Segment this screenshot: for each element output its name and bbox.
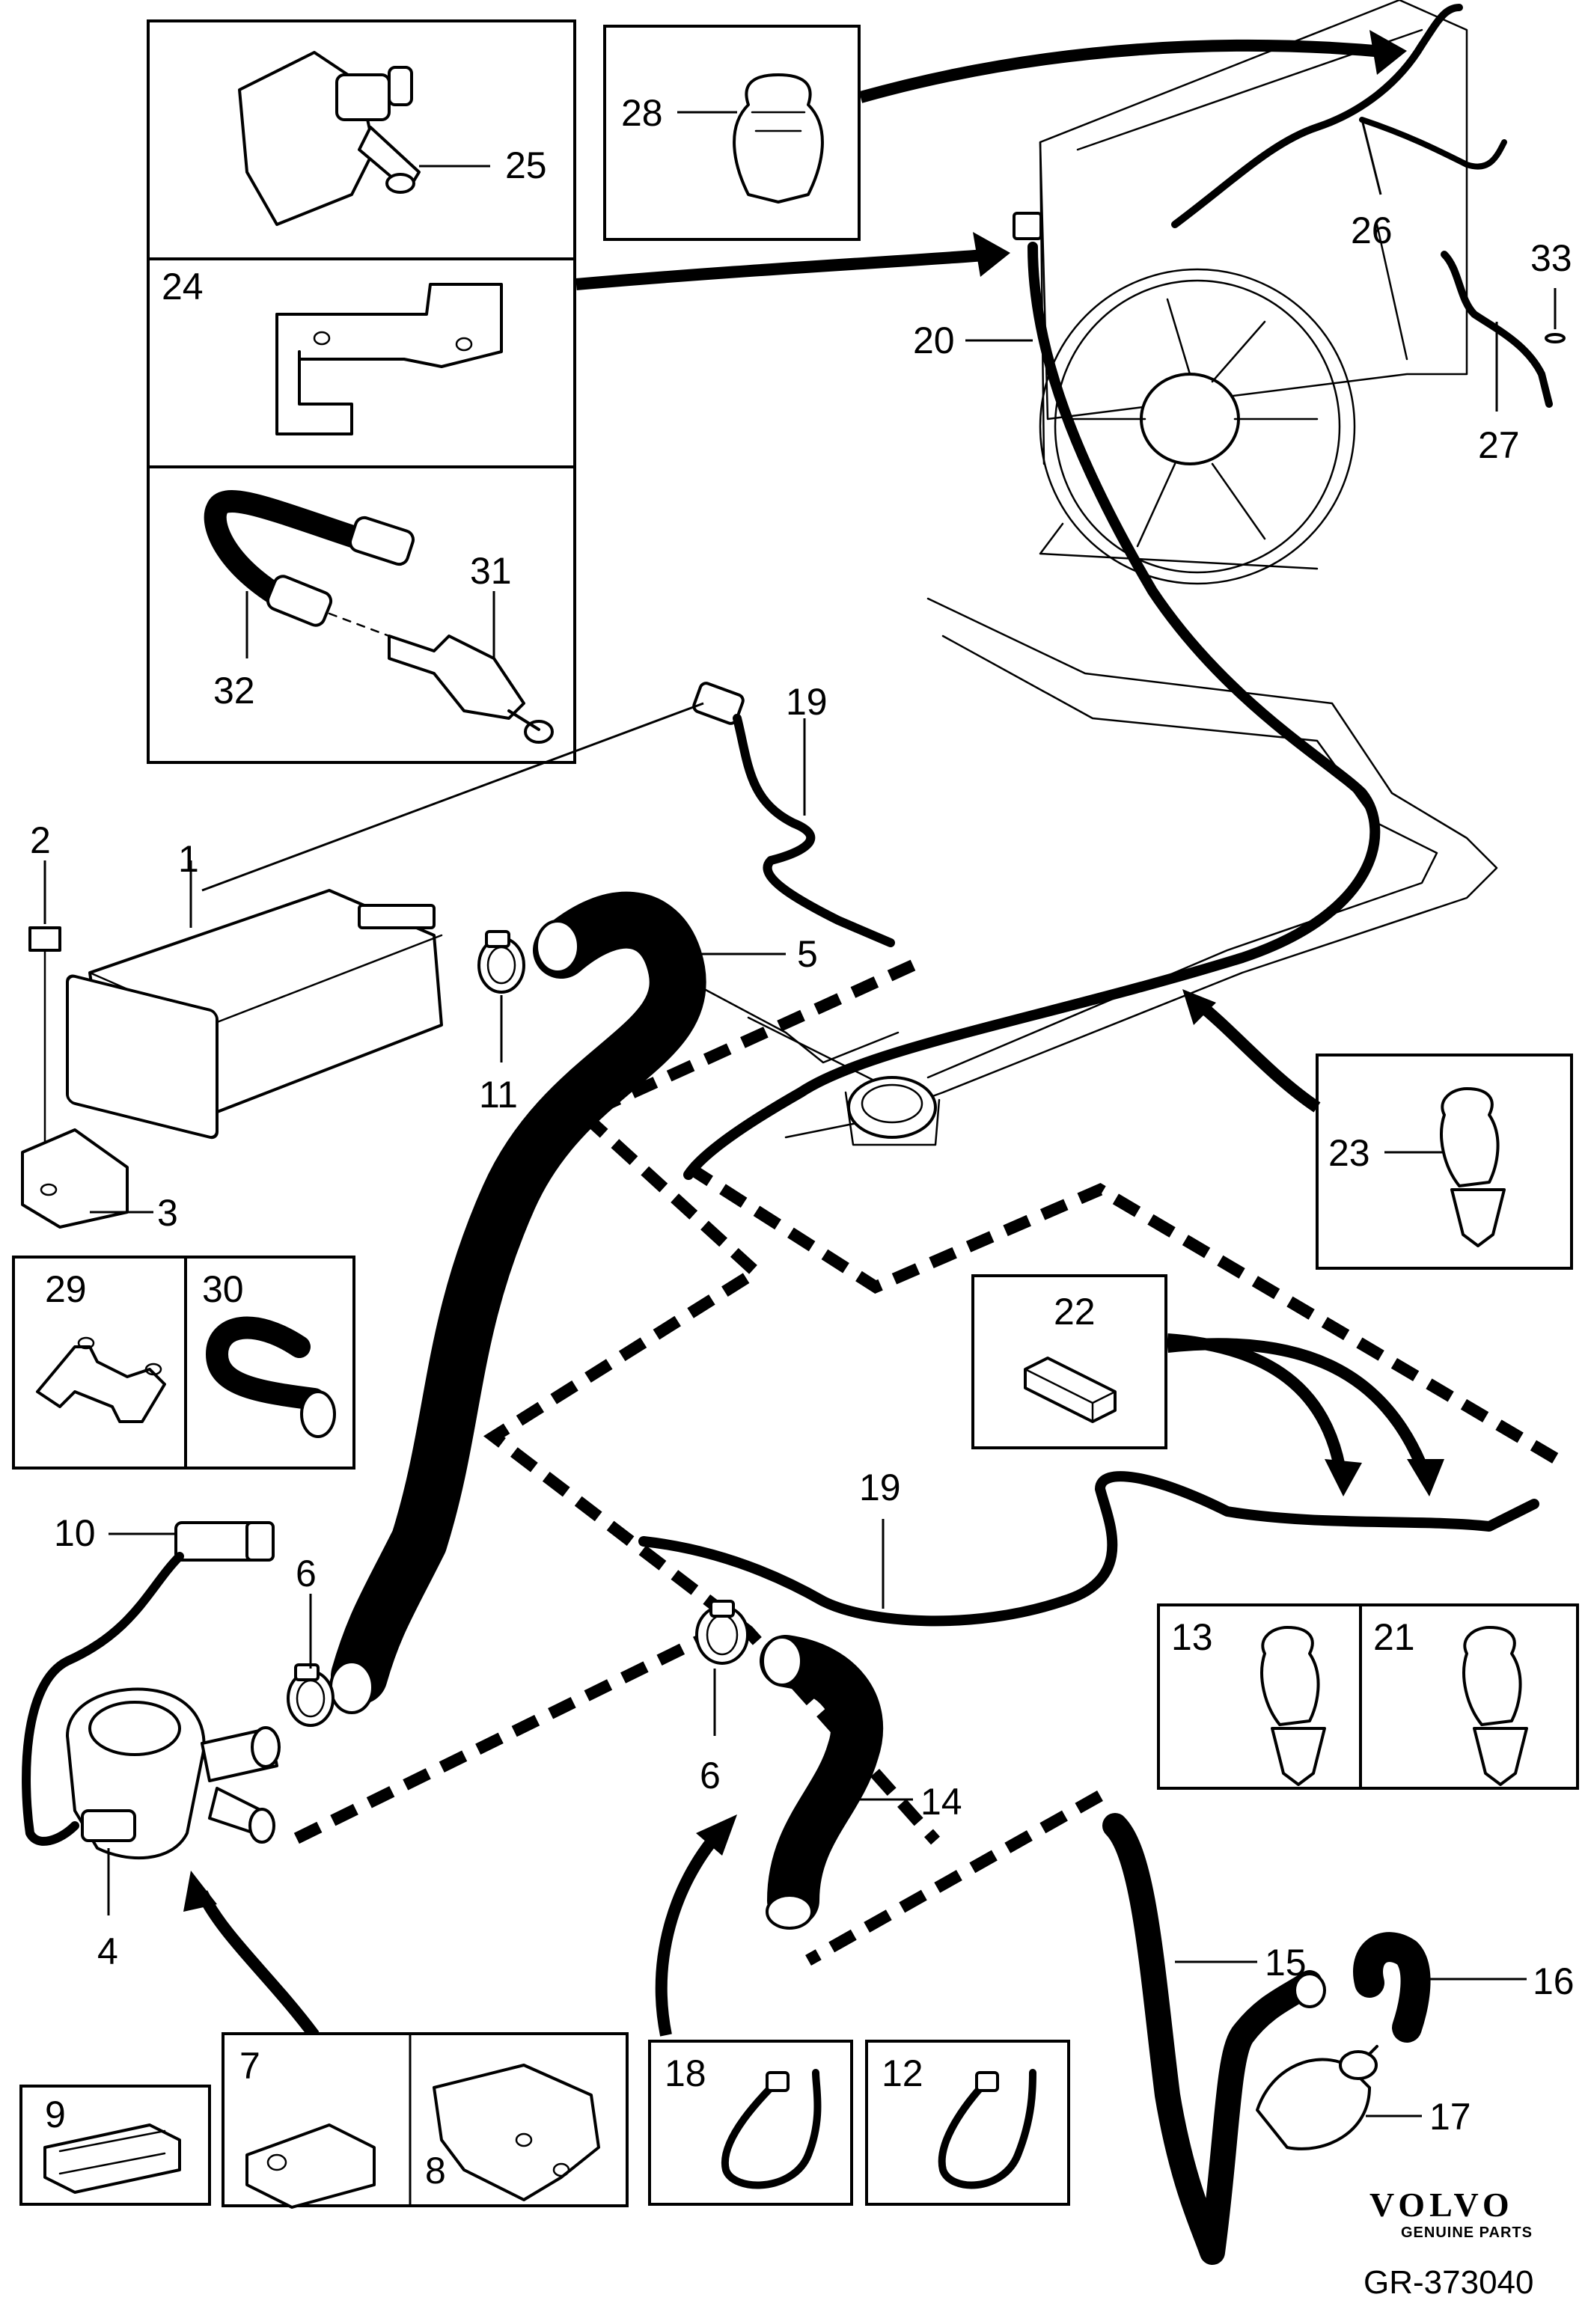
subframe bbox=[672, 597, 1498, 1146]
label-20: 20 bbox=[913, 319, 955, 361]
box-18-tie: 18 bbox=[648, 2040, 853, 2206]
canister-1: 1 bbox=[66, 702, 704, 1140]
bracket-3: 3 bbox=[21, 1128, 178, 1234]
label-3: 3 bbox=[157, 1192, 178, 1234]
clamp-6-left: 6 bbox=[287, 1553, 335, 1727]
label-30: 30 bbox=[202, 1268, 244, 1310]
box-13-clip: 13 bbox=[1157, 1603, 1362, 1790]
box-12-tie: 12 bbox=[865, 2040, 1070, 2206]
valve-4: 4 bbox=[66, 1687, 281, 1972]
label-32: 32 bbox=[213, 670, 255, 712]
label-26: 26 bbox=[1351, 210, 1393, 251]
bolt-2: 2 bbox=[28, 819, 61, 1184]
label-5: 5 bbox=[797, 933, 818, 975]
label-28: 28 bbox=[621, 92, 663, 134]
label-10: 10 bbox=[54, 1512, 96, 1554]
connector-10: 10 bbox=[22, 1512, 275, 1846]
label-2: 2 bbox=[30, 819, 51, 861]
volvo-logo-text: VOLVO bbox=[1369, 2186, 1514, 2224]
box-30-hose: 30 bbox=[184, 1256, 355, 1470]
clamp-6-right: 6 bbox=[695, 1600, 749, 1796]
box-29-bracket: 29 bbox=[12, 1256, 187, 1470]
lines-20-26-27: 26 27 33 20 bbox=[683, 4, 1572, 1180]
label-15: 15 bbox=[1265, 1942, 1307, 1984]
label-12: 12 bbox=[882, 2052, 923, 2094]
label-4: 4 bbox=[97, 1930, 118, 1972]
label-21: 21 bbox=[1373, 1616, 1415, 1658]
callout-arrow-23 bbox=[1182, 989, 1321, 1113]
volvo-logo-subtext: GENUINE PARTS bbox=[1401, 2224, 1533, 2241]
box-31-32-filter-hose: 31 32 bbox=[147, 465, 576, 764]
label-9: 9 bbox=[45, 2094, 66, 2135]
box-7-8-bracket: 7 8 bbox=[222, 2032, 629, 2209]
hose-16: 16 bbox=[1353, 1932, 1575, 2043]
label-24: 24 bbox=[162, 266, 204, 308]
box-22-pad: 22 bbox=[971, 1274, 1167, 1449]
volvo-branding: VOLVO GENUINE PARTS GR-373040 bbox=[1364, 2186, 1533, 2301]
callout-arrows-top bbox=[575, 30, 1407, 290]
label-25: 25 bbox=[505, 144, 547, 186]
label-13: 13 bbox=[1171, 1616, 1213, 1658]
label-17: 17 bbox=[1429, 2096, 1471, 2138]
label-6-right: 6 bbox=[700, 1755, 721, 1796]
label-7: 7 bbox=[239, 2045, 260, 2087]
label-33: 33 bbox=[1530, 237, 1572, 279]
filter-17: 17 bbox=[1256, 2045, 1471, 2150]
clamp-11: 11 bbox=[477, 930, 525, 1116]
line-19-upper: 19 bbox=[692, 681, 895, 947]
box-21-clip: 21 bbox=[1359, 1603, 1579, 1790]
line-19-lower: 19 bbox=[638, 1467, 1539, 1627]
label-29: 29 bbox=[45, 1268, 87, 1310]
box-28-clip: 28 bbox=[603, 25, 861, 241]
label-19-lower: 19 bbox=[859, 1467, 901, 1508]
box-9-pad: 9 bbox=[19, 2085, 211, 2206]
label-14: 14 bbox=[920, 1781, 962, 1823]
callout-arrow-14 bbox=[655, 1814, 737, 2037]
label-22: 22 bbox=[1054, 1291, 1096, 1333]
callout-arrow-4 bbox=[183, 1871, 320, 2039]
label-11: 11 bbox=[479, 1074, 518, 1116]
box-23-clip: 23 bbox=[1316, 1054, 1573, 1270]
label-6-left: 6 bbox=[296, 1553, 317, 1594]
label-1: 1 bbox=[178, 838, 199, 880]
label-16: 16 bbox=[1533, 1960, 1575, 2002]
diagram-reference: GR-373040 bbox=[1364, 2264, 1533, 2301]
label-27: 27 bbox=[1478, 424, 1520, 466]
hose-15: 15 bbox=[1102, 1813, 1326, 2265]
callout-arrows-22 bbox=[1167, 1333, 1444, 1496]
hose-14: 14 bbox=[760, 1635, 962, 1930]
box-24-bracket: 24 bbox=[147, 257, 576, 468]
label-31: 31 bbox=[470, 550, 512, 592]
box-25-valve: 25 bbox=[147, 19, 576, 260]
radiator-fan-assembly bbox=[1039, 0, 1468, 585]
label-19-upper: 19 bbox=[786, 681, 828, 723]
label-23: 23 bbox=[1328, 1132, 1370, 1174]
label-8: 8 bbox=[425, 2150, 446, 2192]
label-18: 18 bbox=[665, 2052, 706, 2094]
